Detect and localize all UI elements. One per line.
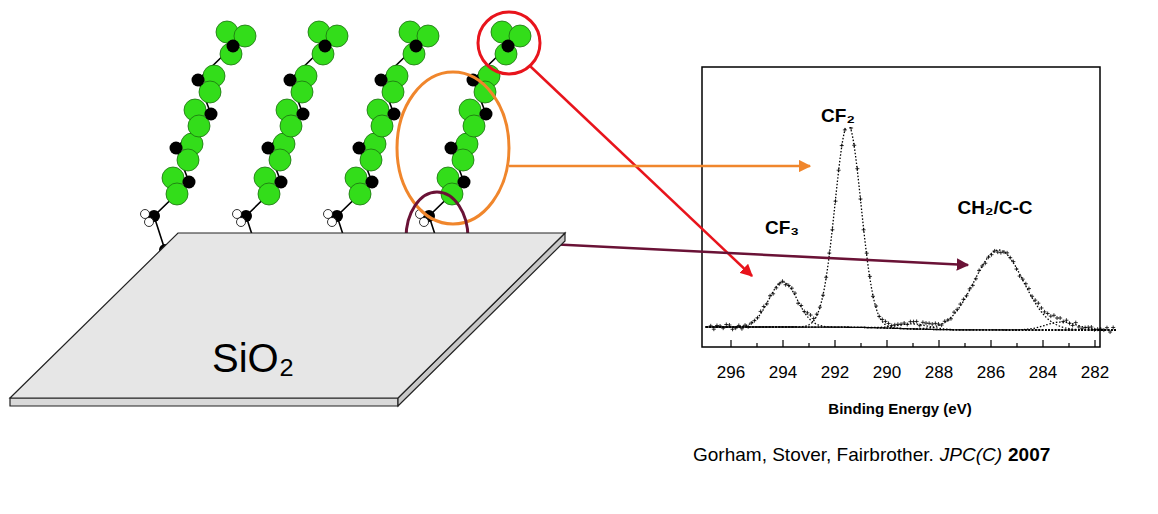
- data-points: [709, 122, 1115, 334]
- citation-year: 2007: [1008, 445, 1050, 466]
- axis-title: Binding Energy (eV): [828, 401, 971, 418]
- axis-tick-label: 296: [717, 364, 745, 383]
- substrate-label: SiO₂: [212, 336, 294, 380]
- citation-authors: Gorham, Stover, Fairbrother.: [693, 445, 934, 466]
- axis-tick-label: 292: [821, 364, 849, 383]
- slab-outline: [6, 228, 571, 412]
- peak-label: CF₂: [819, 106, 857, 127]
- cf3-highlight: [478, 12, 540, 74]
- axis-tick-label: 288: [925, 364, 953, 383]
- axis-tick-label: 294: [769, 364, 797, 383]
- axis-tick-label: 284: [1029, 364, 1057, 383]
- cf2-highlight: [397, 72, 509, 224]
- peak-label: CH₂/C-C: [956, 198, 1035, 219]
- pointer-arrow: [509, 165, 810, 168]
- axis-tick-label: 286: [977, 364, 1005, 383]
- xps-plot: [702, 67, 1116, 347]
- substrate-slab: SiO₂: [6, 228, 571, 412]
- axis-tick-label: 282: [1081, 364, 1109, 383]
- citation-journal: JPC(C): [940, 445, 1002, 466]
- axis-tick-label: 290: [873, 364, 901, 383]
- peak-label: CF₃: [763, 218, 801, 239]
